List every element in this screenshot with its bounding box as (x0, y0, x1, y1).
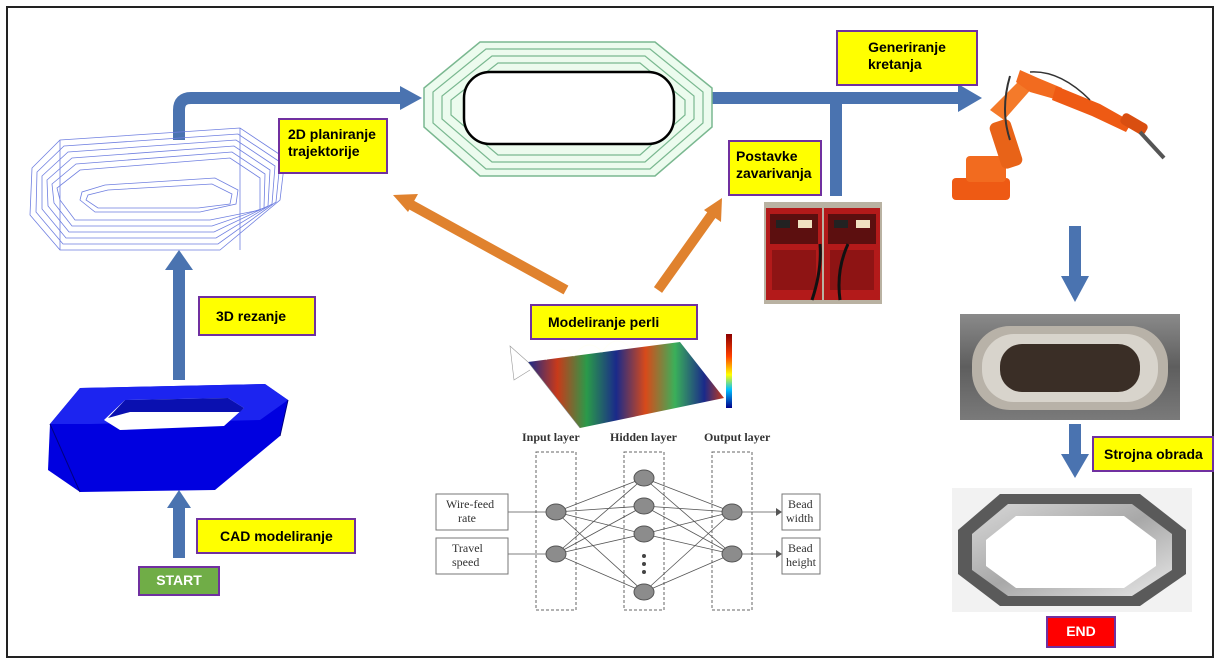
output-bead-width-line1: Bead (788, 497, 813, 511)
postavke-line2: zavarivanja (736, 165, 812, 181)
start-box: START (138, 566, 220, 596)
flow-arrows-blue (165, 84, 1089, 558)
label-cad-modeliranje: CAD modeliranje (196, 518, 356, 554)
input-wire-feed-line1: Wire-feed (446, 497, 494, 511)
label-generiranje-kretanja: Generiranje kretanja (836, 30, 978, 86)
flow-arrows-orange (393, 194, 722, 295)
start-text: START (156, 572, 202, 588)
output-bead-height-line1: Bead (788, 541, 813, 555)
network-nodes (545, 469, 743, 601)
planiranje-line1: 2D planiranje (288, 126, 376, 142)
welding-robot-illustration (952, 70, 1166, 200)
welding-machines-photo (764, 202, 882, 304)
hidden-layer-label: Hidden layer (610, 430, 678, 444)
trajectory-octagon (423, 41, 713, 177)
input-layer-label: Input layer (522, 430, 580, 444)
input-travel-line2: speed (452, 555, 479, 569)
output-bead-width-line2: width (786, 511, 813, 525)
machined-part-photo (952, 488, 1192, 612)
end-box: END (1046, 616, 1116, 648)
bead-surface-plot (509, 334, 732, 429)
neural-network-diagram: Input layer Hidden layer Output layer Wi… (435, 430, 821, 611)
generiranje-line2: kretanja (868, 56, 922, 72)
postavke-line1: Postavke (736, 148, 798, 164)
modeliranje-perli-text: Modeliranje perli (548, 314, 660, 330)
label-strojna-obrada: Strojna obrada (1092, 436, 1214, 472)
label-modeliranje-perli: Modeliranje perli (530, 304, 698, 340)
diagram-frame (6, 6, 1214, 658)
cad-text: CAD modeliranje (220, 528, 333, 544)
rezanje-text: 3D rezanje (216, 308, 287, 324)
hidden-ellipsis (642, 554, 646, 574)
end-text: END (1066, 623, 1096, 639)
cad-solid-model (48, 384, 289, 493)
generiranje-line1: Generiranje (868, 39, 946, 55)
deposited-part-photo (960, 314, 1180, 420)
input-wire-feed-line2: rate (458, 511, 476, 525)
sliced-model-wireframe (29, 127, 286, 251)
output-bead-height-line2: height (786, 555, 817, 569)
output-layer-label: Output layer (704, 430, 771, 444)
planiranje-line2: trajektorije (288, 143, 360, 159)
label-2d-planiranje: 2D planiranje trajektorije (278, 118, 388, 174)
label-3d-rezanje: 3D rezanje (198, 296, 316, 336)
network-connections (508, 477, 776, 593)
label-postavke-zavarivanja: Postavke zavarivanja (728, 140, 822, 196)
input-travel-line1: Travel (452, 541, 484, 555)
strojna-text: Strojna obrada (1104, 446, 1203, 462)
